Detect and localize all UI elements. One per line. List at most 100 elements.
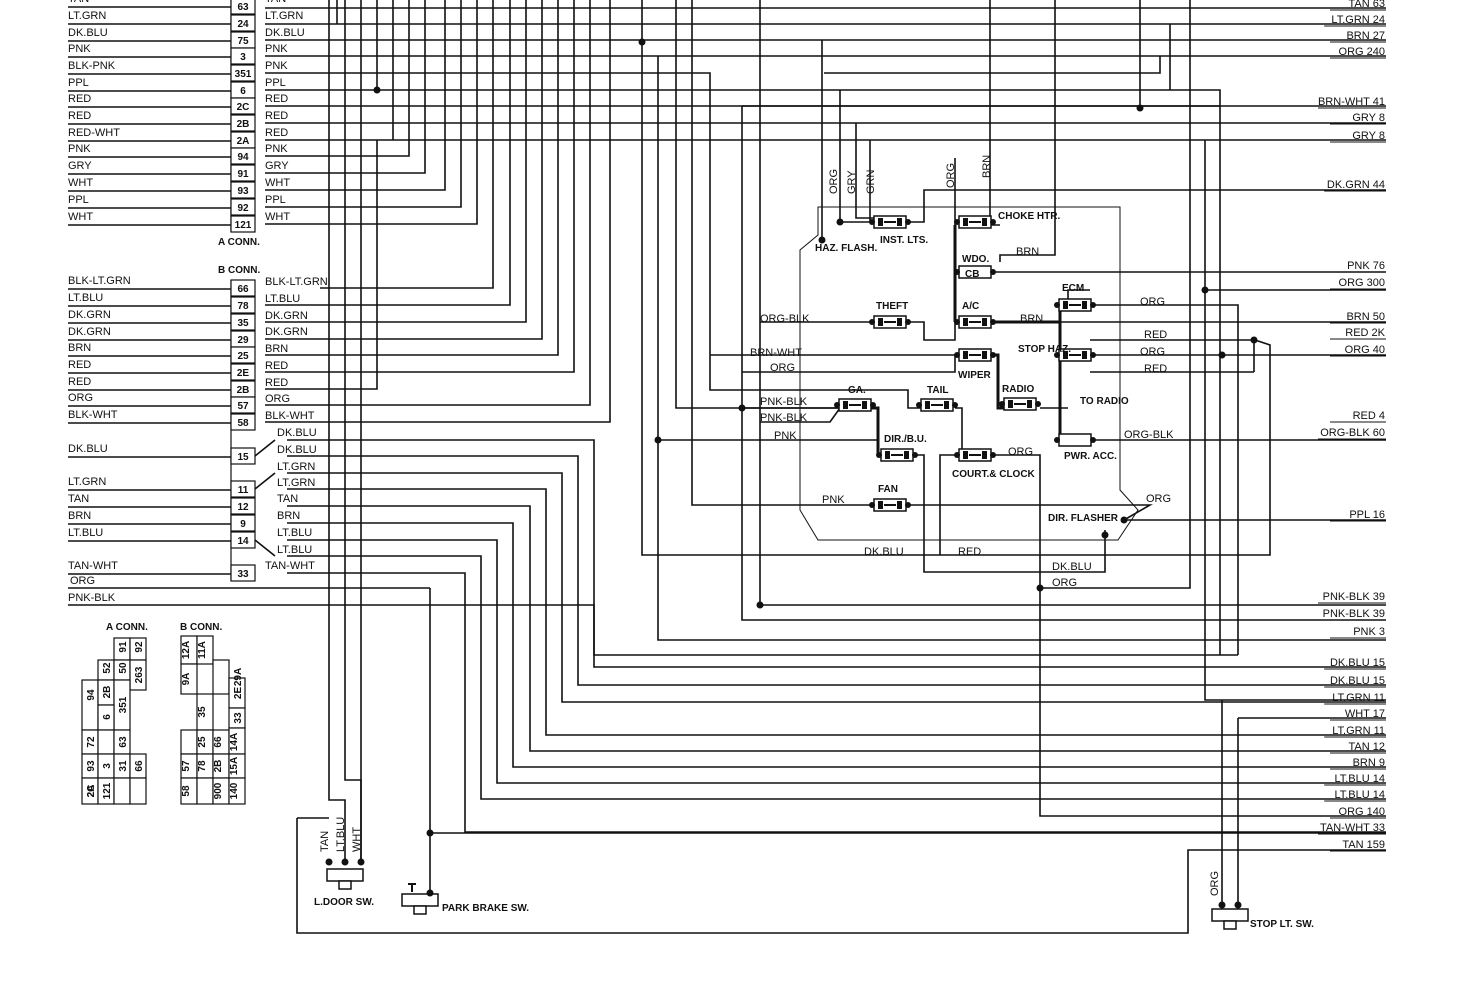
choke-htr-label: CHOKE HTR. (998, 211, 1060, 222)
wire-color-label: TAN (265, 0, 286, 5)
face-cell (81, 679, 99, 731)
splice-dot (325, 858, 333, 866)
right-wire-label: ORG 240 (1339, 46, 1385, 58)
pin-number: 121 (235, 220, 252, 231)
pin-number: 78 (237, 301, 249, 312)
right-wire-label: ORG 40 (1345, 344, 1385, 356)
face-cell (97, 729, 115, 755)
splice-dot (426, 889, 434, 897)
wire-label: ORG (945, 163, 957, 188)
fuse-terminal (963, 451, 968, 459)
pin-cell (230, 147, 256, 165)
face-pin-label: 351 (118, 696, 129, 713)
right-wire-label: PPL 16 (1349, 509, 1385, 521)
switch-base (338, 880, 352, 890)
fuse-terminal (925, 401, 930, 409)
wire (265, 0, 575, 373)
face-pin-label: 92 (134, 641, 145, 653)
wire-label: ORG (1140, 346, 1165, 358)
wire-color-label: ORG (68, 392, 93, 404)
wire-color-label: PNK (265, 43, 288, 55)
right-wire-label: LT.GRN 11 (1332, 725, 1385, 737)
wire-color-label: PNK (265, 60, 288, 72)
switch-body (1211, 908, 1249, 922)
right-wire-label: PNK 3 (1353, 626, 1385, 638)
fuse-contact (952, 402, 958, 408)
wire-label: RED (1144, 329, 1167, 341)
fuse-contact (999, 401, 1005, 407)
wire (265, 0, 559, 356)
wire (905, 504, 1153, 521)
switches: L.DOOR SW. TAN LT.BLU WHT PARK BRAKE SW.… (314, 817, 1314, 930)
face-pin-label: 14A (229, 733, 240, 751)
wire (287, 572, 1386, 833)
wire (68, 604, 1238, 656)
face-pin-label: 58 (181, 785, 192, 797)
wire (265, 0, 410, 157)
wire-color-label: PNK-BLK (68, 592, 116, 604)
wire-color-label: DK.GRN (265, 310, 308, 322)
fuse-terminal (982, 351, 987, 359)
fuse-contact (954, 452, 960, 458)
wire-color-label: TAN-WHT (265, 560, 315, 572)
fuse-contact (954, 269, 960, 275)
wire-color-label: ORG (265, 393, 290, 405)
wire-label: DK.BLU (1052, 561, 1092, 573)
wire (657, 56, 1386, 641)
wire-color-label: PNK (68, 43, 91, 55)
fuse-contact (990, 452, 996, 458)
pin-number: 94 (237, 152, 249, 163)
to-radio-label: TO RADIO (1080, 396, 1129, 407)
wire-color-label: TAN (68, 493, 89, 505)
b-connector-title: B CONN. (218, 265, 260, 276)
wire (265, 0, 591, 406)
right-wire-label: LT.BLU 14 (1334, 773, 1385, 785)
pin-number: 12 (237, 502, 249, 513)
wire-color-label: WHT (68, 211, 93, 223)
face-cell (228, 777, 246, 805)
wire (287, 555, 1386, 800)
wire-color-label: LT.BLU (68, 292, 103, 304)
splice-dot (1136, 104, 1144, 112)
pin-cell (230, 447, 256, 465)
pin-cell (230, 363, 256, 381)
wire-label: TAN (319, 831, 331, 852)
pin-number: 2E (237, 368, 250, 379)
fuse-terminal (1082, 351, 1087, 359)
wire-color-label: RED (265, 93, 288, 105)
face-pin-label: 2B (213, 760, 224, 773)
wire-color-label: RED (68, 110, 91, 122)
face-pin-label: 91 (118, 641, 129, 653)
pin-number: 92 (237, 203, 249, 214)
wire-color-label: LT.GRN (265, 10, 303, 22)
wire (287, 455, 1386, 686)
a-connector-title: A CONN. (218, 237, 260, 248)
wire-color-label: WHT (68, 177, 93, 189)
wire-label: PNK-BLK (760, 412, 808, 424)
l-door-switch-label: L.DOOR SW. (314, 897, 374, 908)
right-wire-label: PNK 76 (1347, 260, 1385, 272)
instrument-panel-connector: 63TANTAN24LT.GRNLT.GRN75DK.BLUDK.BLU3PNK… (68, 0, 328, 604)
fuse-contact (869, 502, 875, 508)
fuse-terminal (904, 451, 909, 459)
right-wire-label: LT.GRN 24 (1331, 14, 1385, 26)
right-wire-label: TAN 12 (1349, 741, 1385, 753)
pin-number: 3 (240, 52, 246, 63)
wire (870, 406, 885, 457)
wire (287, 522, 1386, 768)
fuse-contact (905, 502, 911, 508)
wire (915, 454, 1106, 573)
wire (287, 539, 1386, 784)
wire-label: ORG (1209, 871, 1221, 896)
wire-color-label: LT.BLU (265, 293, 300, 305)
fuse-block-outline (799, 206, 1139, 541)
face-pin-label: 66 (134, 760, 145, 772)
pin-cell (230, 531, 256, 549)
wire (265, 72, 935, 409)
wire (320, 0, 494, 289)
wire-color-label: WHT (265, 177, 290, 189)
face-pin-label: 140 (229, 782, 240, 799)
wire-color-label: BRN (277, 510, 300, 522)
face-pin-label: 11A (197, 641, 208, 659)
wire (254, 472, 276, 490)
